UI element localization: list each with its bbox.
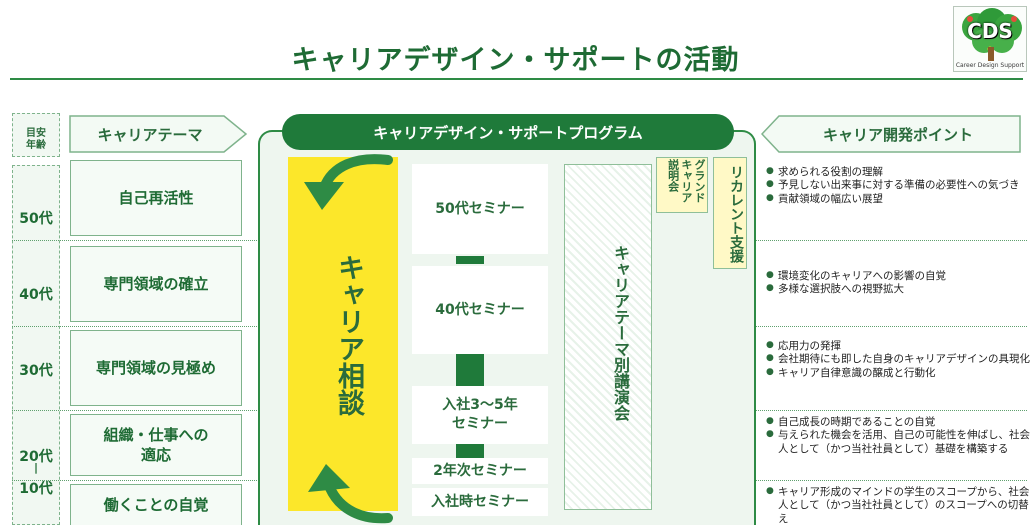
theme-header: キャリアテーマ (97, 125, 203, 144)
point-item: キャリア自律意識の醸成と行動化 (766, 367, 1031, 380)
logo-text: CDS (967, 19, 1013, 43)
points-list-40s: 環境変化のキャリアへの影響の自覚 多様な選択肢への視野拡大 (766, 270, 1031, 297)
points-list-20s: 自己成長の時期であることの自覚 与えられた機会を活用、自己の可能性を伸ばし、社会… (766, 416, 1031, 456)
points-list-50s: 求められる役割の理解 予見しない出来事に対する準備の必要性への気づき 貢献領域の… (766, 166, 1031, 206)
seminar-connector (456, 444, 484, 458)
age-header: 目安 年齢 (12, 113, 60, 157)
curved-arrow-up-icon (308, 464, 393, 524)
recurrent-support-box (713, 157, 747, 269)
seminar-connector (456, 354, 484, 386)
seminar-new-hire: 入社時セミナー (412, 488, 548, 516)
seminar-50s: 50代セミナー (412, 164, 548, 254)
seminar-3-5-year: 入社3～5年 セミナー (412, 386, 548, 444)
seminar-40s: 40代セミナー (412, 266, 548, 354)
cds-logo: CDS Career Design Support (953, 6, 1027, 72)
point-item: 応用力の発揮 (766, 340, 1031, 353)
age-column (12, 165, 60, 525)
theme-box-work-awareness: 働くことの自覚 (70, 484, 242, 525)
seminar-2nd-year: 2年次セミナー (412, 458, 548, 484)
title-underline (10, 78, 1023, 80)
age-label-50s: 50代 (19, 211, 53, 227)
curved-arrow-down-icon (304, 154, 393, 210)
career-consultation-column (288, 157, 398, 511)
theme-box-expertise-establishment: 専門領域の確立 (70, 246, 242, 322)
points-header-outline (761, 115, 1021, 153)
point-item: 多様な選択肢への視野拡大 (766, 283, 1031, 296)
program-header: キャリアデザイン・サポートプログラム (282, 114, 734, 150)
age-label-40s: 40代 (19, 287, 53, 303)
career-consultation-label: キャリア相談 (333, 254, 364, 416)
point-item: 予見しない出来事に対する準備の必要性への気づき (766, 179, 1031, 192)
age-range-bar: | (33, 461, 39, 474)
grand-career-info-label: グランドキャリア説明会 (666, 159, 706, 203)
point-item: 環境変化のキャリアへの影響の自覚 (766, 270, 1031, 283)
lecture-label: キャリアテーマ別講演会 (611, 245, 630, 421)
tree-logo-icon (962, 8, 1022, 61)
logo-subtext: Career Design Support (955, 62, 1025, 69)
theme-header-outline (69, 115, 248, 153)
point-item: 貢献領域の幅広い展望 (766, 193, 1031, 206)
point-item: 自己成長の時期であることの自覚 (766, 416, 1031, 429)
points-list-10s: キャリア形成のマインドの学生のスコープから、社会人として（かつ当社社員として）の… (766, 486, 1031, 525)
age-label-10s: 10代 (19, 481, 53, 497)
theme-box-expertise-assessment: 専門領域の見極め (70, 330, 242, 406)
recurrent-support-label: リカレント支援 (728, 165, 744, 263)
page-title: キャリアデザイン・サポートの活動 (291, 45, 740, 76)
points-list-30s: 応用力の発揮 会社期待にも即した自身のキャリアデザインの具現化 キャリア自律意識… (766, 340, 1031, 380)
lecture-column (564, 164, 652, 510)
age-label-20s: 20代 (19, 449, 53, 465)
age-label-30s: 30代 (19, 363, 53, 379)
theme-box-adaptation: 組織・仕事への 適応 (70, 414, 242, 476)
theme-box-self-reactivation: 自己再活性 (70, 160, 242, 236)
seminar-connector (456, 256, 484, 264)
point-item: 与えられた機会を活用、自己の可能性を伸ばし、社会人として（かつ当社社員として）基… (766, 429, 1031, 456)
age-header-line1: 目安 (26, 128, 46, 139)
point-item: 会社期待にも即した自身のキャリアデザインの具現化 (766, 353, 1031, 366)
point-item: キャリア形成のマインドの学生のスコープから、社会人として（かつ当社社員として）の… (766, 486, 1031, 525)
points-header: キャリア開発ポイント (822, 125, 973, 144)
grand-career-info-box (656, 157, 708, 213)
point-item: 求められる役割の理解 (766, 166, 1031, 179)
age-header-line2: 年齢 (26, 140, 46, 151)
